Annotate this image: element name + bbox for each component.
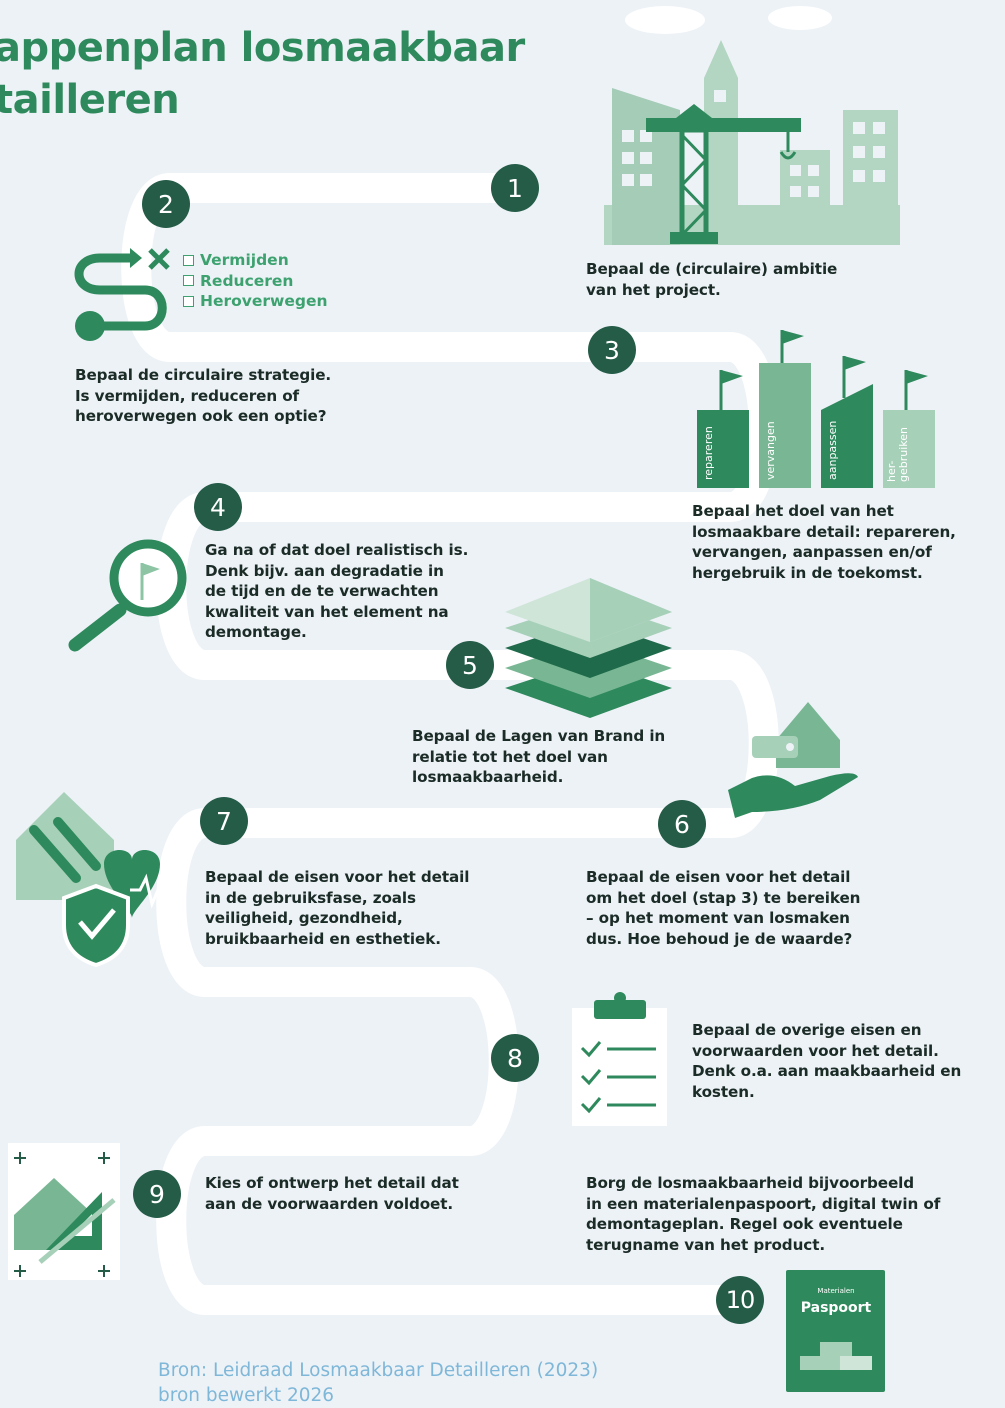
step-badge-5: 5 <box>446 641 494 689</box>
passport-icon <box>786 1270 885 1392</box>
source-line-2: bron bewerkt 2026 <box>158 1385 335 1406</box>
source-line-1: Bron: Leidraad Losmaakbaar Detailleren (… <box>158 1360 599 1381</box>
passport-label: Paspoort <box>800 1300 872 1316</box>
option-vermijden: Vermijden <box>183 250 328 271</box>
step-text-4: Ga na of dat doel realistisch is. Denk b… <box>205 541 469 641</box>
checkbox-icon <box>183 254 194 266</box>
flag-bars-icon <box>697 330 935 488</box>
title-line-1: appenplan losmaakbaar <box>0 25 525 71</box>
step-text-8: Bepaal de overige eisen en voorwaarden v… <box>692 1021 962 1101</box>
step-text-2: Bepaal de circulaire strategie. Is vermi… <box>75 366 332 425</box>
bar-label-hergebruiken: her- gebruiken <box>885 427 910 482</box>
option-reduceren: Reduceren <box>183 271 328 292</box>
bar-label-vervangen: vervangen <box>764 421 777 480</box>
step-text-3: Bepaal het doel van het losmaakbare deta… <box>692 502 956 582</box>
step-text-9: Kies of ontwerp het detail dat aan de vo… <box>205 1174 459 1213</box>
checkbox-icon <box>183 295 194 307</box>
step-badge-1: 1 <box>491 164 539 212</box>
layers-icon <box>505 578 672 718</box>
page-title: appenplan losmaakbaar tailleren <box>0 22 525 126</box>
bar-label-repareren: repareren <box>702 426 715 480</box>
step-text-5: Bepaal de Lagen van Brand in relatie tot… <box>412 727 666 786</box>
step-text-7: Bepaal de eisen voor het detail in de ge… <box>205 868 470 948</box>
house-tools-shield-heart-icon <box>16 792 168 968</box>
source-note: Bron: Leidraad Losmaakbaar Detailleren (… <box>158 1358 598 1408</box>
bar-label-aanpassen: aanpassen <box>826 420 839 480</box>
passport-small-label: Materialen <box>817 1287 855 1295</box>
construction-city-icon <box>604 6 900 245</box>
step-text-1: Bepaal de (circulaire) ambitie van het p… <box>586 260 838 299</box>
step-badge-10: 10 <box>716 1276 764 1324</box>
clipboard-checklist-icon <box>572 992 667 1126</box>
step-badge-8: 8 <box>491 1034 539 1082</box>
route-icon <box>74 248 170 341</box>
step-text-10: Borg de losmaakbaarheid bijvoorbeeld in … <box>586 1174 941 1254</box>
step-badge-4: 4 <box>194 483 242 531</box>
step-text-6: Bepaal de eisen voor het detail om het d… <box>586 868 861 948</box>
step-badge-3: 3 <box>588 326 636 374</box>
hand-house-value-icon <box>728 702 858 818</box>
step-badge-7: 7 <box>200 797 248 845</box>
step-badge-2: 2 <box>142 180 190 228</box>
step-badge-9: 9 <box>133 1170 181 1218</box>
option-heroverwegen: Heroverwegen <box>183 291 328 312</box>
step-badge-6: 6 <box>658 800 706 848</box>
title-line-2: tailleren <box>0 77 180 123</box>
checkbox-icon <box>183 275 194 287</box>
magnifier-flag-icon <box>68 539 187 652</box>
house-drawing-icon <box>8 1143 120 1280</box>
strategy-options: Vermijden Reduceren Heroverwegen <box>183 250 328 312</box>
